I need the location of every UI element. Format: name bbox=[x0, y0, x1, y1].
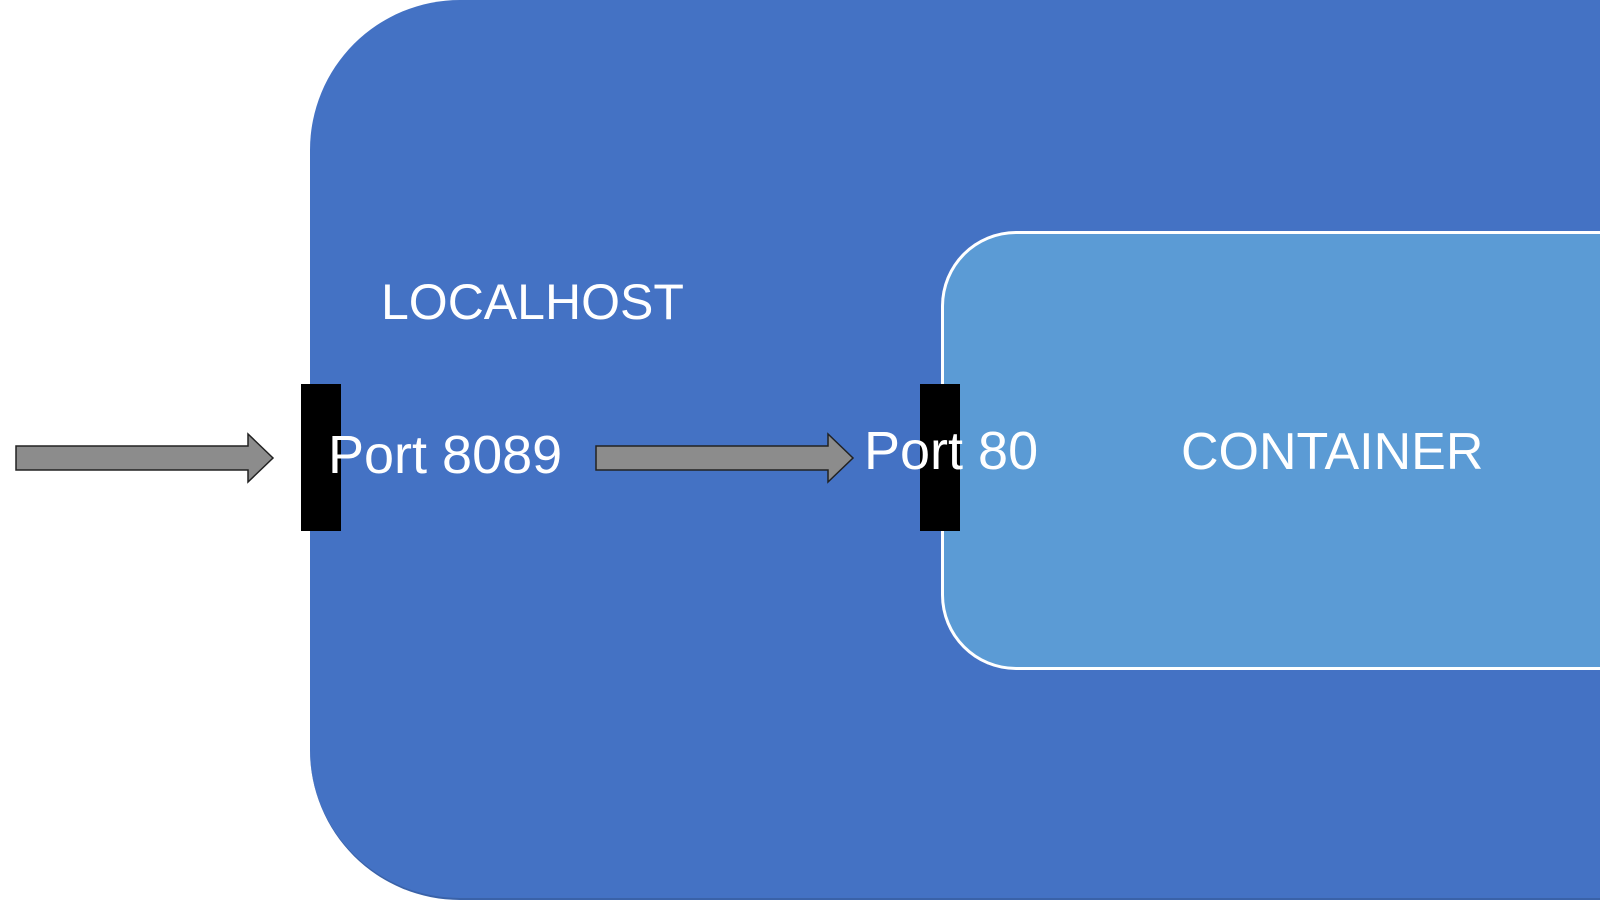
incoming-arrow bbox=[15, 432, 275, 484]
host-port-bar bbox=[301, 384, 341, 531]
container-port-label: Port 80 bbox=[864, 421, 1039, 481]
forward-arrow bbox=[595, 432, 855, 484]
container-label: CONTAINER bbox=[1181, 423, 1484, 481]
container-port-bar bbox=[920, 384, 960, 531]
localhost-label: LOCALHOST bbox=[381, 274, 684, 330]
container-box bbox=[941, 231, 1600, 670]
host-port-label: Port 8089 bbox=[328, 425, 563, 485]
